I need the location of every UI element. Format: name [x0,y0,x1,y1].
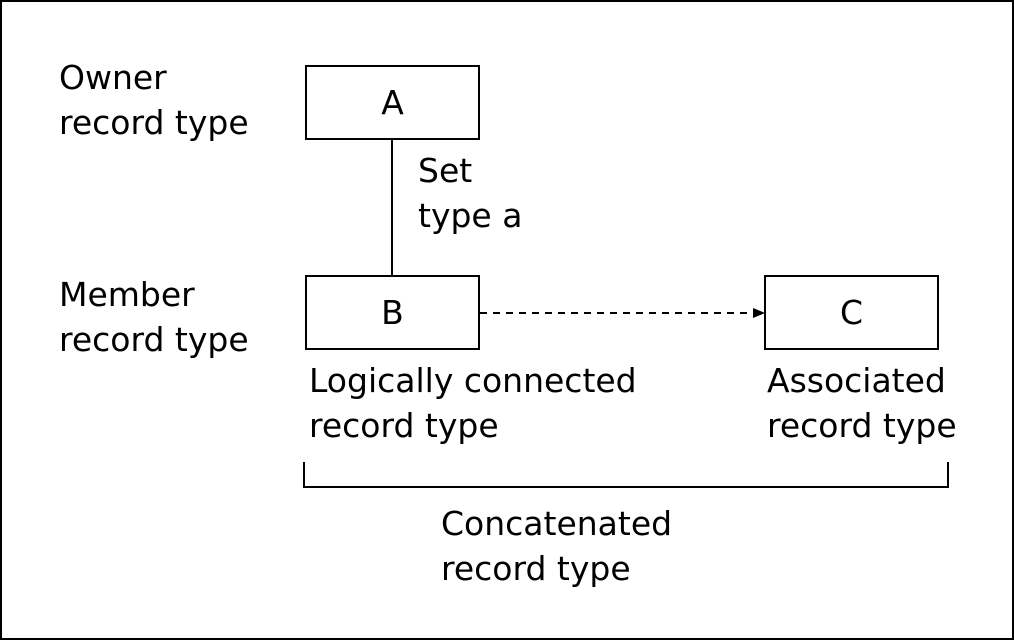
record-box-c: C [764,275,939,350]
owner-record-type-label: Owner record type [59,58,249,142]
logically-connected-label: Logically connected record type [309,361,637,445]
concatenation-bracket [303,462,949,488]
associated-record-type-label: Associated record type [767,361,957,445]
member-record-type-label: Member record type [59,275,249,359]
record-box-a: A [305,65,480,140]
set-type-label: Set type a [418,151,523,235]
concatenated-record-type-label: Concatenated record type [441,504,673,588]
record-box-b: B [305,275,480,350]
